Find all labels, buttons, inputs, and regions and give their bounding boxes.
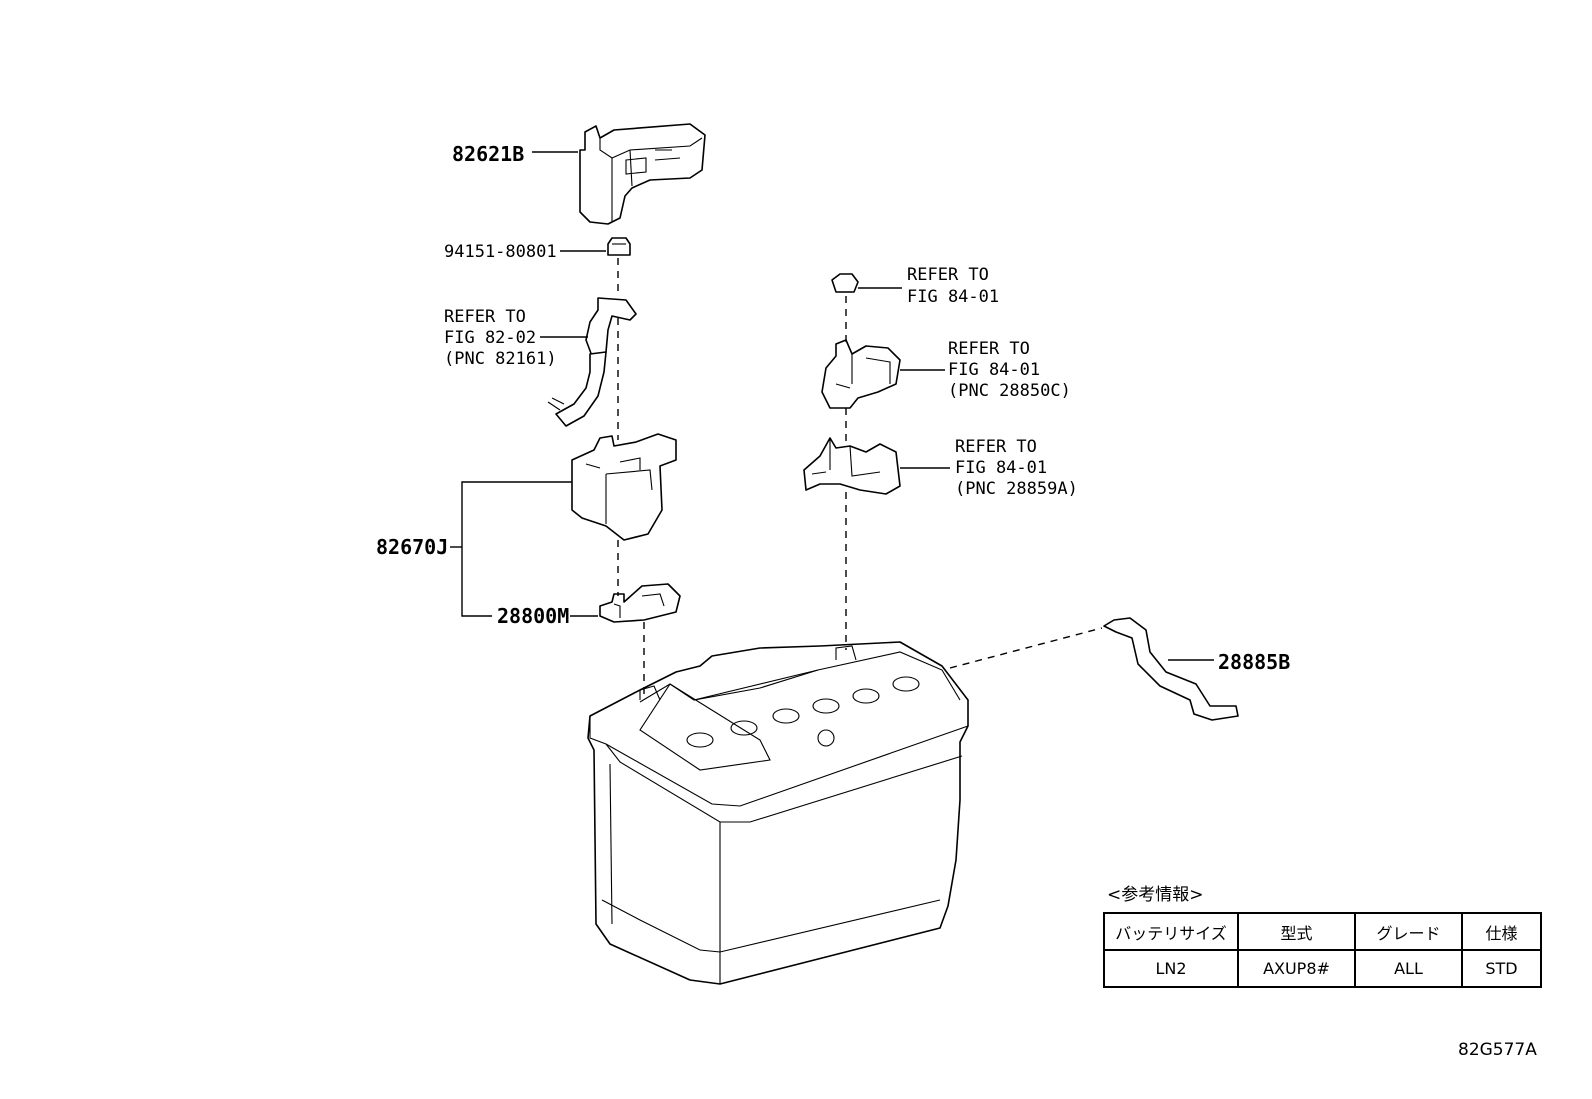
bolt-84-01[interactable] [831, 273, 859, 293]
bracket-28859A[interactable] [803, 437, 901, 495]
label-refer1-line1: REFER TO [444, 307, 526, 327]
info-header-grade: グレード [1354, 912, 1463, 951]
label-refer4-line1: REFER TO [955, 437, 1037, 457]
info-value-grade: ALL [1354, 949, 1463, 988]
label-refer3-line2: FIG 84-01 [948, 360, 1040, 380]
info-heading: <参考情報> [1107, 885, 1204, 905]
label-refer2-line2: FIG 84-01 [907, 287, 999, 307]
nut-94151-80801[interactable] [607, 237, 631, 256]
battery[interactable] [587, 641, 969, 985]
info-value-battery-size: LN2 [1103, 949, 1239, 988]
info-header-spec: 仕様 [1461, 912, 1542, 951]
cable-terminal-82161[interactable] [547, 297, 637, 427]
label-refer4-line2: FIG 84-01 [955, 458, 1047, 478]
info-header-model: 型式 [1237, 912, 1356, 951]
terminal-cover-82621B[interactable] [579, 123, 706, 225]
info-header-battery-size: バッテリサイズ [1103, 912, 1239, 951]
terminal-28800M[interactable] [599, 583, 681, 623]
label-refer1-line3: (PNC 82161) [444, 349, 557, 369]
label-28800M: 28800M [497, 604, 569, 628]
label-refer3-line3: (PNC 28850C) [948, 381, 1071, 401]
figure-code: 82G577A [1458, 1040, 1537, 1060]
label-refer2-line1: REFER TO [907, 265, 989, 285]
label-refer4-line3: (PNC 28859A) [955, 479, 1078, 499]
info-value-spec: STD [1461, 949, 1542, 988]
label-refer3-line1: REFER TO [948, 339, 1030, 359]
label-82621B: 82621B [452, 142, 524, 166]
label-82670J: 82670J [376, 535, 448, 559]
fuse-block-82670J[interactable] [571, 433, 677, 541]
info-value-model: AXUP8# [1237, 949, 1356, 988]
sensor-28850C[interactable] [821, 339, 901, 409]
info-value-row: LN2 AXUP8# ALL STD [1103, 949, 1542, 988]
sensor-cable-28885B[interactable] [1103, 617, 1239, 721]
label-28885B: 28885B [1218, 650, 1290, 674]
label-refer1-line2: FIG 82-02 [444, 328, 536, 348]
info-table: バッテリサイズ 型式 グレード 仕様 LN2 AXUP8# ALL STD [1103, 912, 1542, 988]
info-header-row: バッテリサイズ 型式 グレード 仕様 [1103, 912, 1542, 951]
label-94151-80801: 94151-80801 [444, 242, 557, 262]
